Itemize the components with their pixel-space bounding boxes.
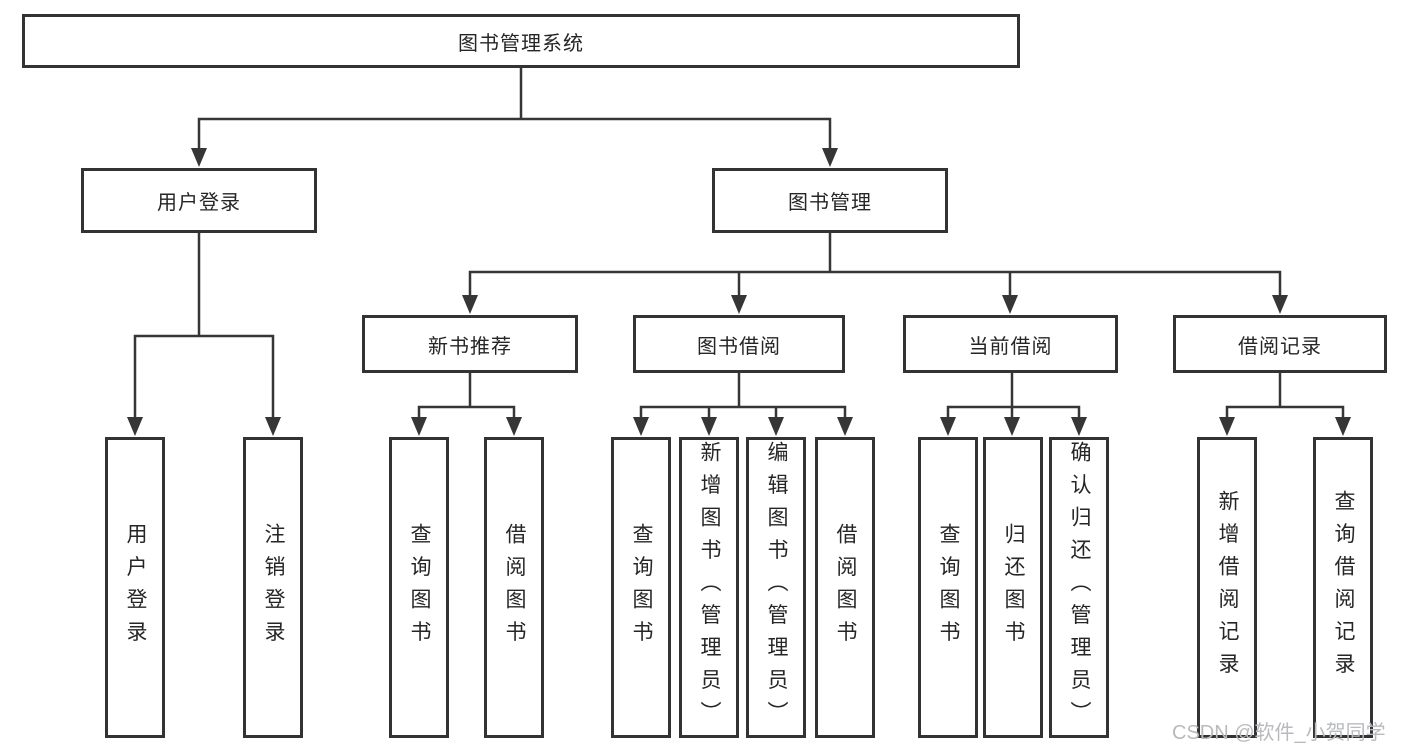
node-book-management: 图书管理 — [712, 168, 948, 233]
leaf-query-books-recommend: 查询图书 — [389, 437, 449, 738]
leaf-query-borrow-record: 查询借阅记录 — [1313, 437, 1373, 738]
leaf-confirm-return-admin: 确认归还（管理员） — [1049, 437, 1109, 738]
connector-lines — [133, 68, 1345, 421]
leaf-borrow-books-recommend: 借阅图书 — [484, 437, 544, 738]
leaf-add-book-admin: 新增图书（管理员） — [679, 437, 739, 738]
node-new-book-recommendation: 新书推荐 — [362, 315, 578, 373]
leaf-logout: 注销登录 — [243, 437, 303, 738]
leaf-add-borrow-record: 新增借阅记录 — [1197, 437, 1257, 738]
node-borrowing-records: 借阅记录 — [1173, 315, 1387, 373]
node-user-login: 用户登录 — [81, 168, 317, 233]
leaf-user-login: 用户登录 — [105, 437, 165, 738]
connector-arrowheads — [127, 148, 1351, 436]
leaf-query-books-borrowing: 查询图书 — [611, 437, 671, 738]
node-book-borrowing: 图书借阅 — [633, 315, 845, 373]
leaf-return-book: 归还图书 — [983, 437, 1043, 738]
leaf-query-books-current: 查询图书 — [918, 437, 978, 738]
node-current-borrowing: 当前借阅 — [903, 315, 1118, 373]
node-library-management-system: 图书管理系统 — [22, 14, 1020, 68]
leaf-borrow-books-borrowing: 借阅图书 — [815, 437, 875, 738]
csdn-watermark: CSDN @软件_小贺同学 — [1172, 722, 1386, 744]
leaf-edit-book-admin: 编辑图书（管理员） — [746, 437, 806, 738]
